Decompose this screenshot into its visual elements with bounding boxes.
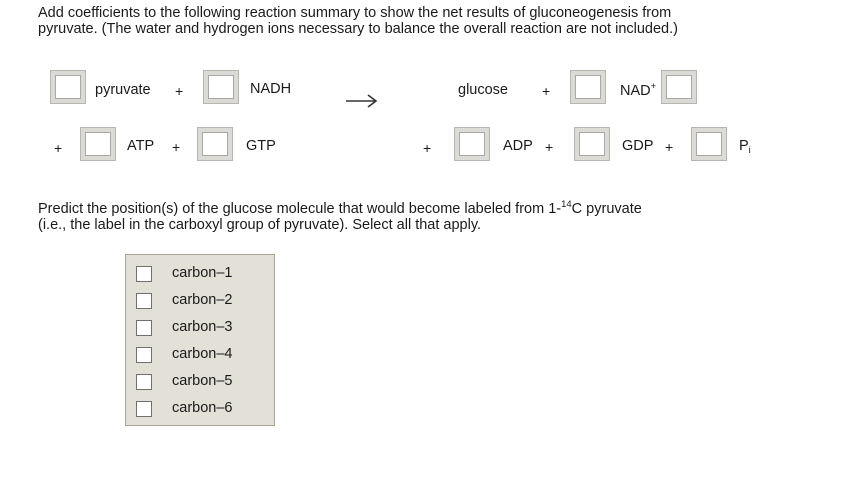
checkbox[interactable] [136, 374, 152, 390]
option-label: carbon–4 [172, 346, 233, 362]
coefficient-input-adp[interactable] [454, 127, 490, 161]
adp-label: ADP [503, 138, 533, 154]
right-arrow-icon [346, 94, 378, 108]
plus-sign: + [423, 140, 432, 156]
plus-sign: + [545, 139, 554, 155]
question-text: Predict the position(s) of the glucose m… [38, 197, 818, 233]
nad-plus-label: NAD+ [620, 81, 657, 99]
nadh-label: NADH [250, 81, 292, 97]
question-line-1: Predict the position(s) of the glucose m… [38, 199, 642, 217]
checkbox[interactable] [136, 401, 152, 417]
option-label: carbon–5 [172, 373, 233, 389]
instructions-line-2: pyruvate. (The water and hydrogen ions n… [38, 21, 678, 37]
coefficient-input-pi[interactable] [691, 127, 727, 161]
option-label: carbon–3 [172, 319, 233, 335]
gdp-label: GDP [622, 138, 654, 154]
option-label: carbon–1 [172, 265, 233, 281]
coefficient-input-gtp[interactable] [197, 127, 233, 161]
coefficient-input-nad-plus[interactable] [661, 70, 697, 104]
checkbox[interactable] [136, 320, 152, 336]
plus-sign: + [172, 139, 181, 155]
plus-sign: + [54, 140, 63, 156]
checkbox[interactable] [136, 293, 152, 309]
instructions: Add coefficients to the following reacti… [38, 5, 818, 37]
plus-sign: + [542, 83, 551, 99]
checkbox[interactable] [136, 266, 152, 282]
pyruvate-label: pyruvate [95, 82, 151, 98]
answer-options-panel: carbon–1 carbon–2 carbon–3 carbon–4 carb… [125, 254, 275, 426]
plus-sign: + [175, 83, 184, 99]
question-line-2: (i.e., the label in the carboxyl group o… [38, 217, 482, 233]
checkbox[interactable] [136, 347, 152, 363]
instructions-line-1: Add coefficients to the following reacti… [38, 5, 672, 21]
atp-label: ATP [127, 138, 155, 154]
coefficient-input-glucose[interactable] [570, 70, 606, 104]
coefficient-input-nadh[interactable] [203, 70, 239, 104]
pi-label: Pi [739, 138, 751, 156]
coefficient-input-gdp[interactable] [574, 127, 610, 161]
option-label: carbon–6 [172, 400, 233, 416]
gtp-label: GTP [246, 138, 276, 154]
glucose-label: glucose [458, 82, 508, 98]
plus-sign: + [665, 139, 674, 155]
coefficient-input-atp[interactable] [80, 127, 116, 161]
option-label: carbon–2 [172, 292, 233, 308]
coefficient-input-pyruvate[interactable] [50, 70, 86, 104]
